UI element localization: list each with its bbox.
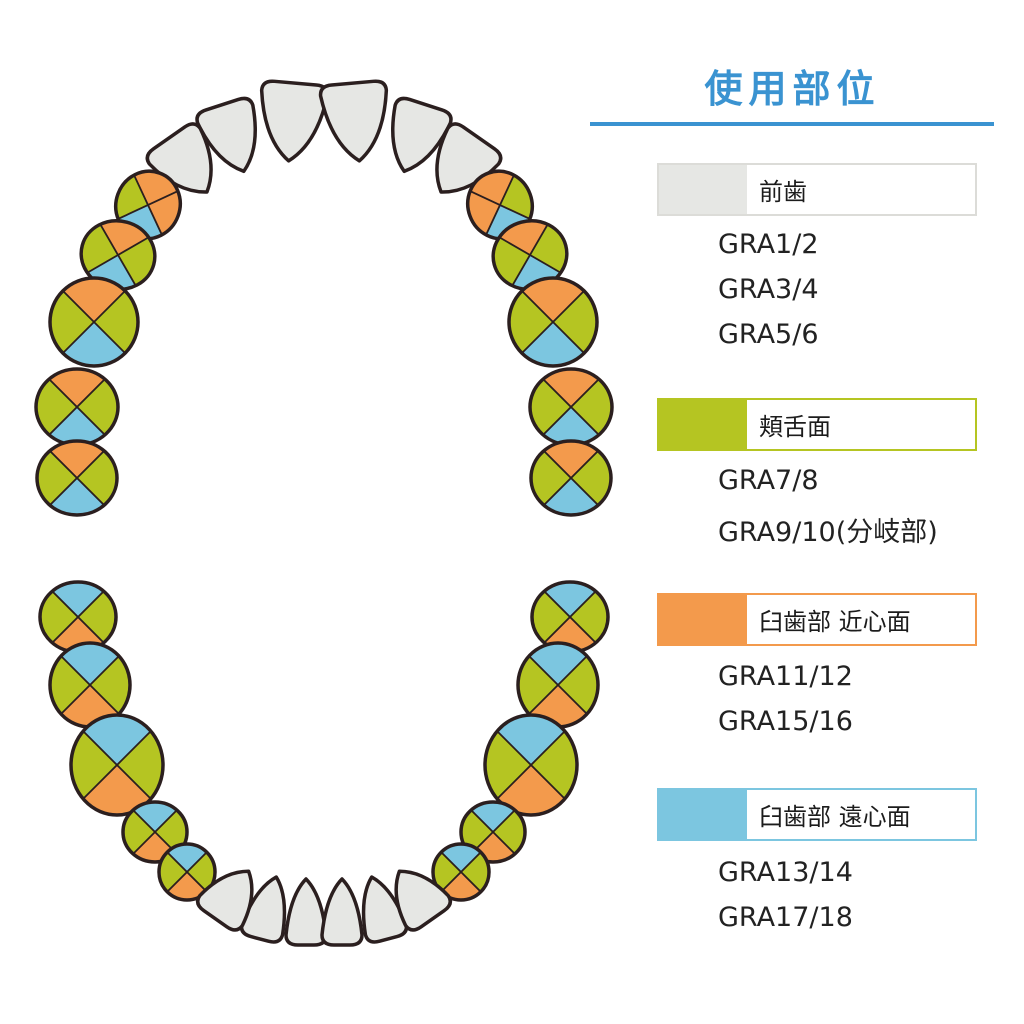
surface-divider bbox=[71, 715, 163, 815]
surface-divider bbox=[458, 162, 542, 248]
tooth-outline bbox=[459, 800, 527, 864]
anterior-tooth bbox=[318, 79, 389, 163]
tooth-surface-top bbox=[107, 162, 190, 205]
lower-arch bbox=[38, 580, 610, 947]
surface-divider bbox=[106, 163, 190, 247]
anterior-tooth bbox=[239, 875, 287, 944]
tooth-surface-bottom bbox=[37, 478, 117, 515]
tooth-outline bbox=[157, 842, 217, 902]
surface-divider bbox=[50, 643, 130, 727]
surface-divider bbox=[433, 844, 489, 900]
anterior-crown bbox=[320, 877, 364, 947]
anterior-tooth bbox=[320, 877, 364, 947]
surface-divider bbox=[518, 643, 598, 727]
posterior-tooth bbox=[35, 439, 119, 517]
anterior-crown bbox=[284, 877, 328, 947]
posterior-tooth bbox=[529, 439, 613, 517]
anterior-tooth bbox=[259, 79, 330, 163]
surface-divider bbox=[485, 715, 577, 815]
surface-divider bbox=[461, 802, 525, 862]
surface-divider bbox=[50, 278, 138, 366]
anterior-tooth bbox=[391, 96, 453, 174]
tooth-surface-bottom bbox=[531, 478, 611, 515]
tooth-outline bbox=[121, 800, 189, 864]
surface-divider bbox=[509, 278, 597, 366]
tooth-outline bbox=[48, 276, 140, 368]
surface-divider bbox=[37, 441, 117, 515]
tooth-surface-left bbox=[106, 162, 148, 246]
tooth-surface-top bbox=[532, 582, 608, 617]
tooth-surface-left bbox=[458, 164, 500, 248]
anterior-tooth bbox=[284, 877, 328, 947]
upper-arch bbox=[34, 79, 614, 517]
posterior-tooth bbox=[157, 842, 217, 902]
surface-divider bbox=[485, 212, 575, 298]
tooth-outline bbox=[431, 842, 491, 902]
tooth-surface-right bbox=[148, 164, 190, 248]
tooth-surface-bottom bbox=[459, 205, 542, 248]
tooth-outline bbox=[35, 439, 119, 517]
anterior-crown bbox=[394, 869, 453, 932]
surface-divider bbox=[530, 369, 612, 445]
anterior-crown bbox=[318, 79, 389, 163]
posterior-tooth bbox=[48, 276, 140, 368]
surface-divider bbox=[532, 582, 608, 652]
tooth-surface-top bbox=[458, 162, 541, 205]
tooth-surface-bottom bbox=[106, 205, 189, 248]
tooth-outline bbox=[483, 713, 579, 817]
tooth-surface-right bbox=[500, 162, 542, 246]
posterior-tooth bbox=[431, 842, 491, 902]
posterior-tooth bbox=[121, 800, 189, 864]
posterior-tooth bbox=[69, 713, 165, 817]
tooth-outline bbox=[507, 276, 599, 368]
posterior-tooth bbox=[459, 800, 527, 864]
tooth-outline bbox=[529, 439, 613, 517]
surface-divider bbox=[36, 369, 118, 445]
anterior-tooth bbox=[195, 96, 257, 174]
posterior-tooth bbox=[507, 276, 599, 368]
surface-divider bbox=[73, 212, 163, 298]
anterior-tooth bbox=[195, 869, 254, 932]
surface-divider bbox=[159, 844, 215, 900]
tooth-outline bbox=[69, 713, 165, 817]
surface-divider bbox=[123, 802, 187, 862]
posterior-tooth bbox=[483, 713, 579, 817]
anterior-crown bbox=[391, 96, 453, 174]
anterior-crown bbox=[195, 869, 254, 932]
surface-divider bbox=[40, 582, 116, 652]
surface-divider bbox=[531, 441, 611, 515]
anterior-tooth bbox=[394, 869, 453, 932]
anterior-crown bbox=[195, 96, 257, 174]
tooth-surface-top bbox=[40, 582, 116, 617]
anterior-crown bbox=[259, 79, 330, 163]
anterior-crown bbox=[239, 875, 287, 944]
